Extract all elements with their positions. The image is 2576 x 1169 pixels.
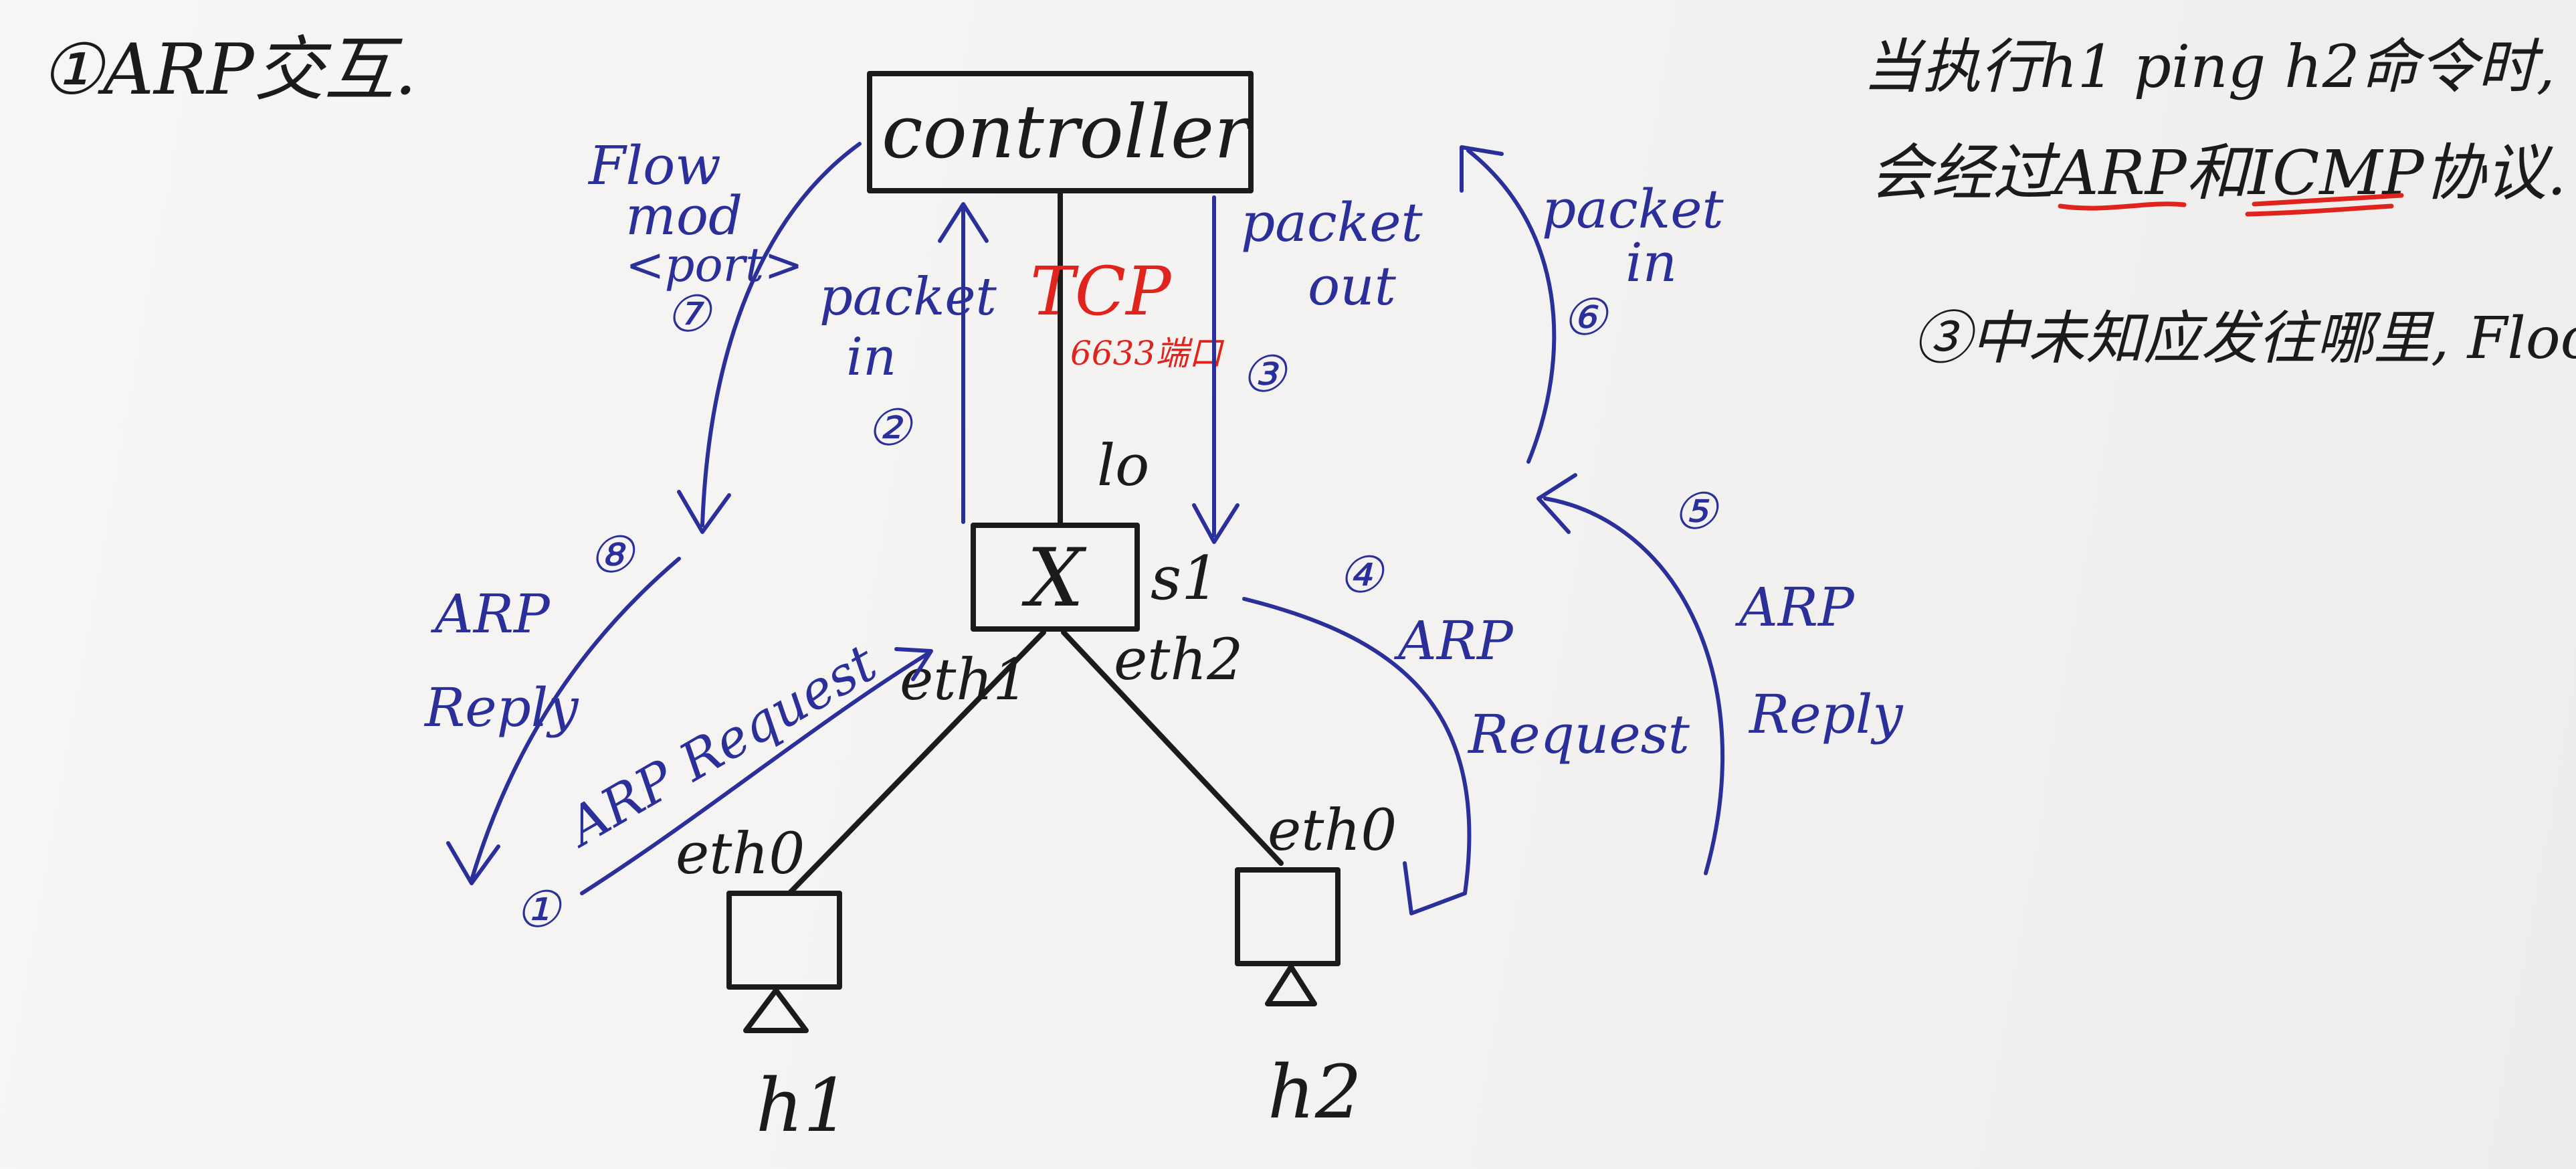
step3-number: ③ (1241, 345, 1288, 403)
step2-packet-in: packet in ② (819, 202, 997, 524)
notes-block: 当执行h1 ping h2命令时, 会经过ARP和ICMP协议. ③中未知应发往… (1863, 32, 2576, 372)
host-h1: eth0 h1 (676, 821, 850, 1148)
link-s1-h2 (1061, 630, 1284, 866)
h1-eth0-label: eth0 (676, 821, 805, 887)
step8-label-line1: ARP (430, 583, 551, 645)
switch-label: s1 (1151, 543, 1219, 614)
step8-arp-reply: ⑧ ARP Reply (423, 525, 681, 885)
step4-arp-request: ④ ARP Request (1242, 545, 1690, 915)
note-line2-arp: ARP (2049, 137, 2188, 209)
step2-number: ② (866, 398, 914, 457)
step7-label-line2: mod (625, 185, 742, 247)
step8-arrow (470, 557, 681, 882)
step6-arrow (1466, 149, 1557, 464)
icmp-underline (2252, 193, 2404, 207)
switch-symbol: X (1021, 532, 1087, 625)
host-h2: eth0 h2 (1235, 798, 1397, 1135)
note-line2: 会经过ARP和ICMP协议. (1870, 137, 2567, 209)
step3-label-line2: out (1308, 255, 1397, 317)
h2-monitor-icon (1235, 867, 1341, 966)
controller-label: controller (882, 89, 1254, 175)
note-line2-mid: 和 (2187, 137, 2254, 209)
step8-number: ⑧ (589, 525, 636, 584)
switch-node: X s1 (971, 523, 1219, 632)
controller-node: controller (867, 71, 1254, 193)
step3-label-line1: packet (1241, 191, 1423, 254)
h1-stand-icon (743, 988, 809, 1033)
step6-number: ⑥ (1562, 288, 1609, 347)
note-line3: ③中未知应发往哪里, Flood (1913, 305, 2576, 372)
step7-flow-mod: Flow mod <port> ⑦ (587, 134, 862, 534)
icmp-underline-2 (2245, 203, 2394, 217)
note-line1: 当执行h1 ping h2命令时, (1863, 32, 2555, 101)
step7-arrowhead-icon (677, 490, 731, 534)
step4-arrowhead-icon (1403, 861, 1467, 915)
step1-number: ① (515, 880, 563, 939)
h2-eth0-label: eth0 (1268, 798, 1397, 864)
step7-number: ⑦ (666, 284, 713, 343)
arp-underline (2058, 201, 2187, 211)
step6-arrowhead-icon (1460, 145, 1504, 193)
step3-packet-out: packet out ③ (1192, 191, 1423, 544)
step2-label-line2: in (846, 327, 896, 387)
step4-label-line2: Request (1467, 703, 1690, 766)
step1-arrow (580, 650, 932, 895)
h1-monitor-icon (726, 891, 842, 990)
step5-arrow (1543, 497, 1725, 875)
h2-stand-icon (1265, 964, 1317, 1006)
h1-label: h1 (756, 1063, 850, 1148)
step5-number: ⑤ (1672, 482, 1720, 541)
step6-packet-in: packet in ⑥ (1460, 145, 1724, 464)
note-line2-post: 协议. (2424, 137, 2567, 209)
step7-label-line1: Flow (587, 134, 721, 197)
step2-label-line1: packet (819, 267, 997, 327)
lo-label: lo (1097, 433, 1149, 499)
step1-arrowhead-icon (894, 647, 933, 681)
step8-arrowhead-icon (446, 841, 500, 885)
step4-label-line1: ARP (1393, 610, 1514, 672)
step3-arrowhead-icon (1192, 503, 1240, 544)
step6-label-line1: packet (1542, 178, 1724, 240)
step8-label-line2: Reply (423, 677, 579, 739)
tcp-label: TCP (1030, 252, 1172, 331)
step7-arrow (700, 142, 862, 527)
step5-label-line1: ARP (1735, 576, 1855, 638)
step5-arrowhead-icon (1537, 473, 1577, 534)
note-line2-pre: 会经过 (1870, 137, 2061, 209)
step5-arp-reply: ⑤ ARP Reply (1537, 473, 1904, 875)
page-title: ①ARP交互. (40, 29, 417, 110)
tcp-port-label: 6633端口 (1070, 334, 1224, 373)
switch-box (971, 523, 1140, 632)
step5-label-line2: Reply (1748, 683, 1904, 745)
eth2-label: eth2 (1114, 627, 1243, 693)
step7-label-line3: <port> (625, 238, 803, 292)
step4-number: ④ (1338, 545, 1385, 604)
step4-arrow (1242, 597, 1472, 895)
step6-label-line2: in (1625, 232, 1677, 294)
step2-arrowhead-icon (938, 202, 989, 243)
link-s1-h1 (787, 630, 1046, 896)
h2-label: h2 (1268, 1049, 1362, 1135)
